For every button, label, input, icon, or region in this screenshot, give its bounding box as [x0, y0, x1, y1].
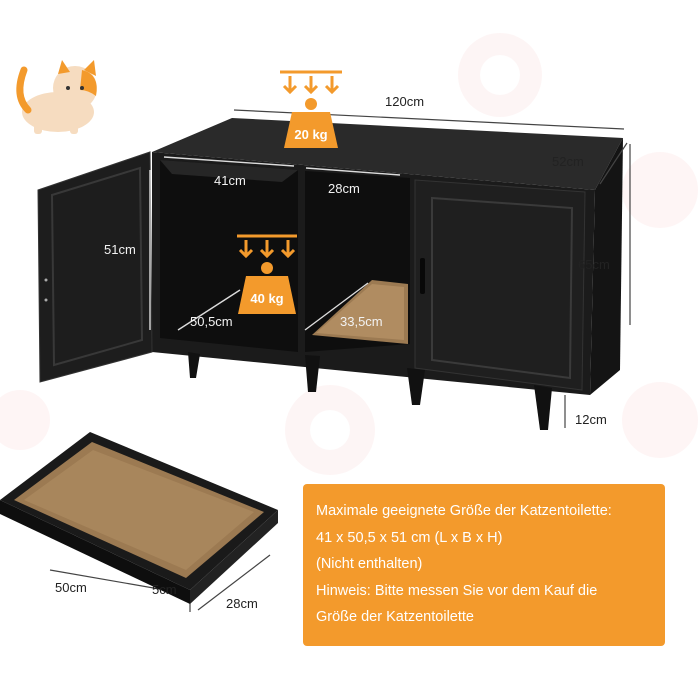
weight-icon-shelf [237, 234, 297, 314]
scratcher-length-label: 50cm [55, 580, 87, 595]
cabinet-top [152, 118, 623, 190]
cabinet-leg [188, 352, 200, 378]
right-door [414, 179, 586, 391]
scratcher-width-label: 28cm [226, 596, 258, 611]
interior-dimension-lines [149, 156, 401, 331]
info-line: Größe der Katzentoilette [316, 609, 474, 625]
width-label: 120cm [385, 94, 425, 109]
left-compartment-depth-label: 50,5cm [190, 314, 233, 329]
info-box: Maximale geeignete Größe der Katzentoile… [303, 484, 665, 646]
door-handle [420, 258, 425, 294]
scratcher-height-label: 5cm [152, 582, 177, 597]
middle-compartment-width-label: 28cm [328, 181, 360, 196]
cabinet-right-side [590, 138, 623, 395]
top-load-label: 20 kg [294, 127, 328, 142]
weight-icon-top [280, 70, 342, 148]
cabinet-leg [534, 385, 552, 430]
info-line: 41 x 50,5 x 51 cm (L x B x H) [316, 529, 503, 546]
cabinet-leg [407, 368, 425, 405]
cat-logo-icon [16, 60, 97, 134]
cabinet [37, 118, 623, 430]
info-line: (Nicht enthalten) [316, 556, 423, 572]
leg-height-label: 12cm [575, 412, 607, 427]
open-left-door [37, 151, 153, 383]
left-compartment-height-label: 51cm [104, 242, 136, 257]
background-cat-doodles [0, 33, 698, 475]
height-label: 65cm [578, 257, 610, 272]
info-line: Maximale geeignete Größe der Katzentoile… [316, 503, 612, 519]
cabinet-leg [305, 355, 320, 392]
shelf-load-label: 40 kg [250, 291, 284, 306]
info-line: Hinweis: Bitte messen Sie vor dem Kauf d… [316, 582, 598, 599]
depth-label: 52cm [552, 154, 584, 169]
left-compartment-width-label: 41cm [214, 173, 246, 188]
middle-compartment-depth-label: 33,5cm [340, 314, 383, 329]
scratch-pad-tray [0, 432, 278, 604]
